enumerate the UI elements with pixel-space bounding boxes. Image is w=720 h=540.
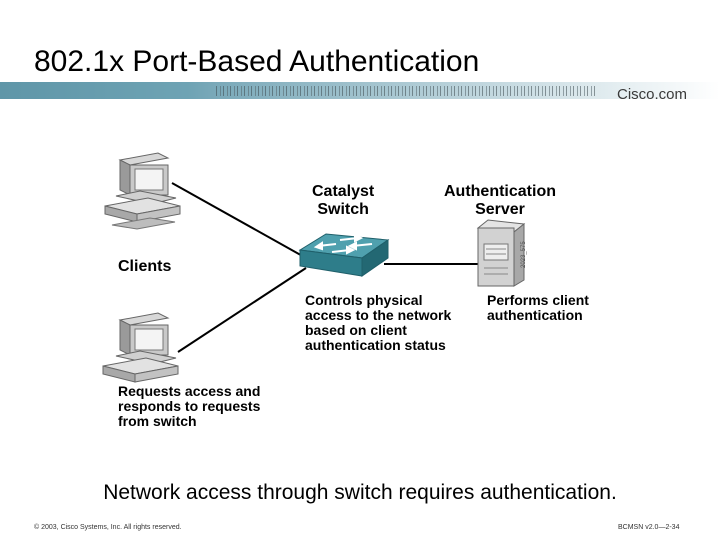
server-label-line: Authentication [444,183,556,200]
client-note: Requests access and responds to requests… [118,384,260,429]
link-client1-switch [171,182,307,259]
server-label: Authentication Server [444,183,556,219]
client-note-line: from switch [118,413,197,429]
page-title: 802.1x Port-Based Authentication [34,45,480,78]
switch-label-line: Switch [317,201,369,218]
figure-id: 2023_575 [521,241,527,268]
server-label-line: Server [475,201,525,218]
switch-note-line: Controls physical [305,292,423,308]
client-computer-bottom-icon [102,312,179,383]
switch-note: Controls physical access to the network … [305,293,451,353]
cisco-logo: Cisco.com [617,86,688,103]
client-note-line: responds to requests [118,398,261,414]
title-bar-pattern [216,86,596,96]
catalyst-switch-icon [298,233,390,277]
authentication-server-icon [476,219,526,287]
server-note-line: Performs client [487,292,589,308]
server-note-line: authentication [487,307,583,323]
footer-slide-ref: BCMSN v2.0—2-34 [618,524,680,531]
link-client2-switch [177,267,307,353]
footer-copyright: © 2003, Cisco Systems, Inc. All rights r… [34,524,182,531]
switch-note-line: authentication status [305,337,446,353]
switch-note-line: based on client [305,322,407,338]
switch-label: Catalyst Switch [312,183,374,219]
client-note-line: Requests access and [118,383,261,399]
client-computer-top-icon [104,152,181,230]
server-note: Performs client authentication [487,293,589,323]
slide-caption: Network access through switch requires a… [103,481,617,504]
switch-label-line: Catalyst [312,183,375,200]
clients-label: Clients [118,258,172,275]
switch-note-line: access to the network [305,307,452,323]
